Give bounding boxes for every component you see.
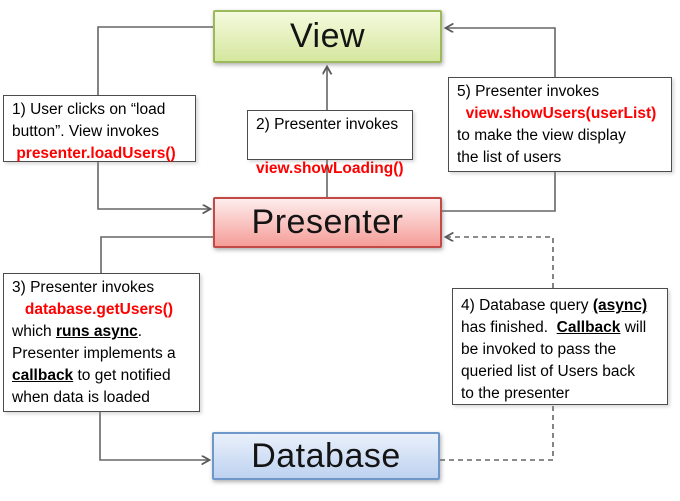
- note-segment-plain: 2) Presenter invokes: [256, 116, 399, 133]
- connector-view-to-note1: [97, 26, 213, 95]
- note-segment-plain: to make the view display the list of use…: [457, 127, 626, 166]
- node-database: Database: [212, 432, 440, 480]
- connector-note3-to-database: [99, 412, 209, 460]
- node-view: View: [213, 10, 442, 63]
- note-segment-emph: (async): [592, 297, 648, 314]
- connector-note4-to-presenter: [446, 237, 554, 288]
- note-segment-code: view.showUsers(userList): [465, 105, 657, 122]
- note-segment-emph: Callback: [556, 319, 621, 336]
- note-segment-code: database.getUsers(): [24, 301, 174, 318]
- connector-presenter-to-note3: [100, 236, 213, 273]
- note-segment-plain: will be invoked to pass the queried list…: [461, 319, 647, 402]
- node-presenter: Presenter: [213, 197, 442, 248]
- note-step5: 5) Presenter invokes view.showUsers(user…: [448, 77, 672, 172]
- node-view-label: View: [289, 17, 366, 55]
- connector-database-to-note4: [440, 406, 554, 461]
- note-segment-plain: . Presenter implements a: [12, 323, 176, 362]
- note-step1: 1) User clicks on “load button”. View in…: [3, 95, 196, 162]
- note-segment-code: view.showLoading(): [256, 160, 404, 177]
- node-database-label: Database: [251, 436, 401, 475]
- note-segment-code: presenter.loadUsers(): [16, 145, 176, 162]
- note-segment-plain: has finished.: [461, 319, 549, 336]
- node-presenter-label: Presenter: [251, 203, 404, 241]
- connector-note5-to-view: [446, 28, 556, 77]
- note-segment-emph: runs async: [55, 323, 138, 340]
- note-segment-plain: 4) Database query: [461, 297, 593, 314]
- note-segment-plain: 1) User clicks on “load button”. View in…: [12, 101, 166, 140]
- connector-note1-to-presenter: [97, 162, 210, 209]
- note-segment-plain: 5) Presenter invokes: [457, 83, 600, 100]
- note-segment-plain: to get notified when data is loaded: [12, 367, 171, 406]
- note-step2: 2) Presenter invokes view.showLoading(): [247, 110, 413, 177]
- note-segment-emph: callback: [12, 367, 74, 384]
- connector-presenter-to-note5: [442, 172, 556, 212]
- note-step3: 3) Presenter invokes database.getUsers()…: [3, 273, 200, 412]
- note-segment-plain: which: [12, 323, 52, 340]
- note-step4: 4) Database query (async) has finished. …: [452, 288, 668, 405]
- note-segment-plain: 3) Presenter invokes: [12, 279, 155, 296]
